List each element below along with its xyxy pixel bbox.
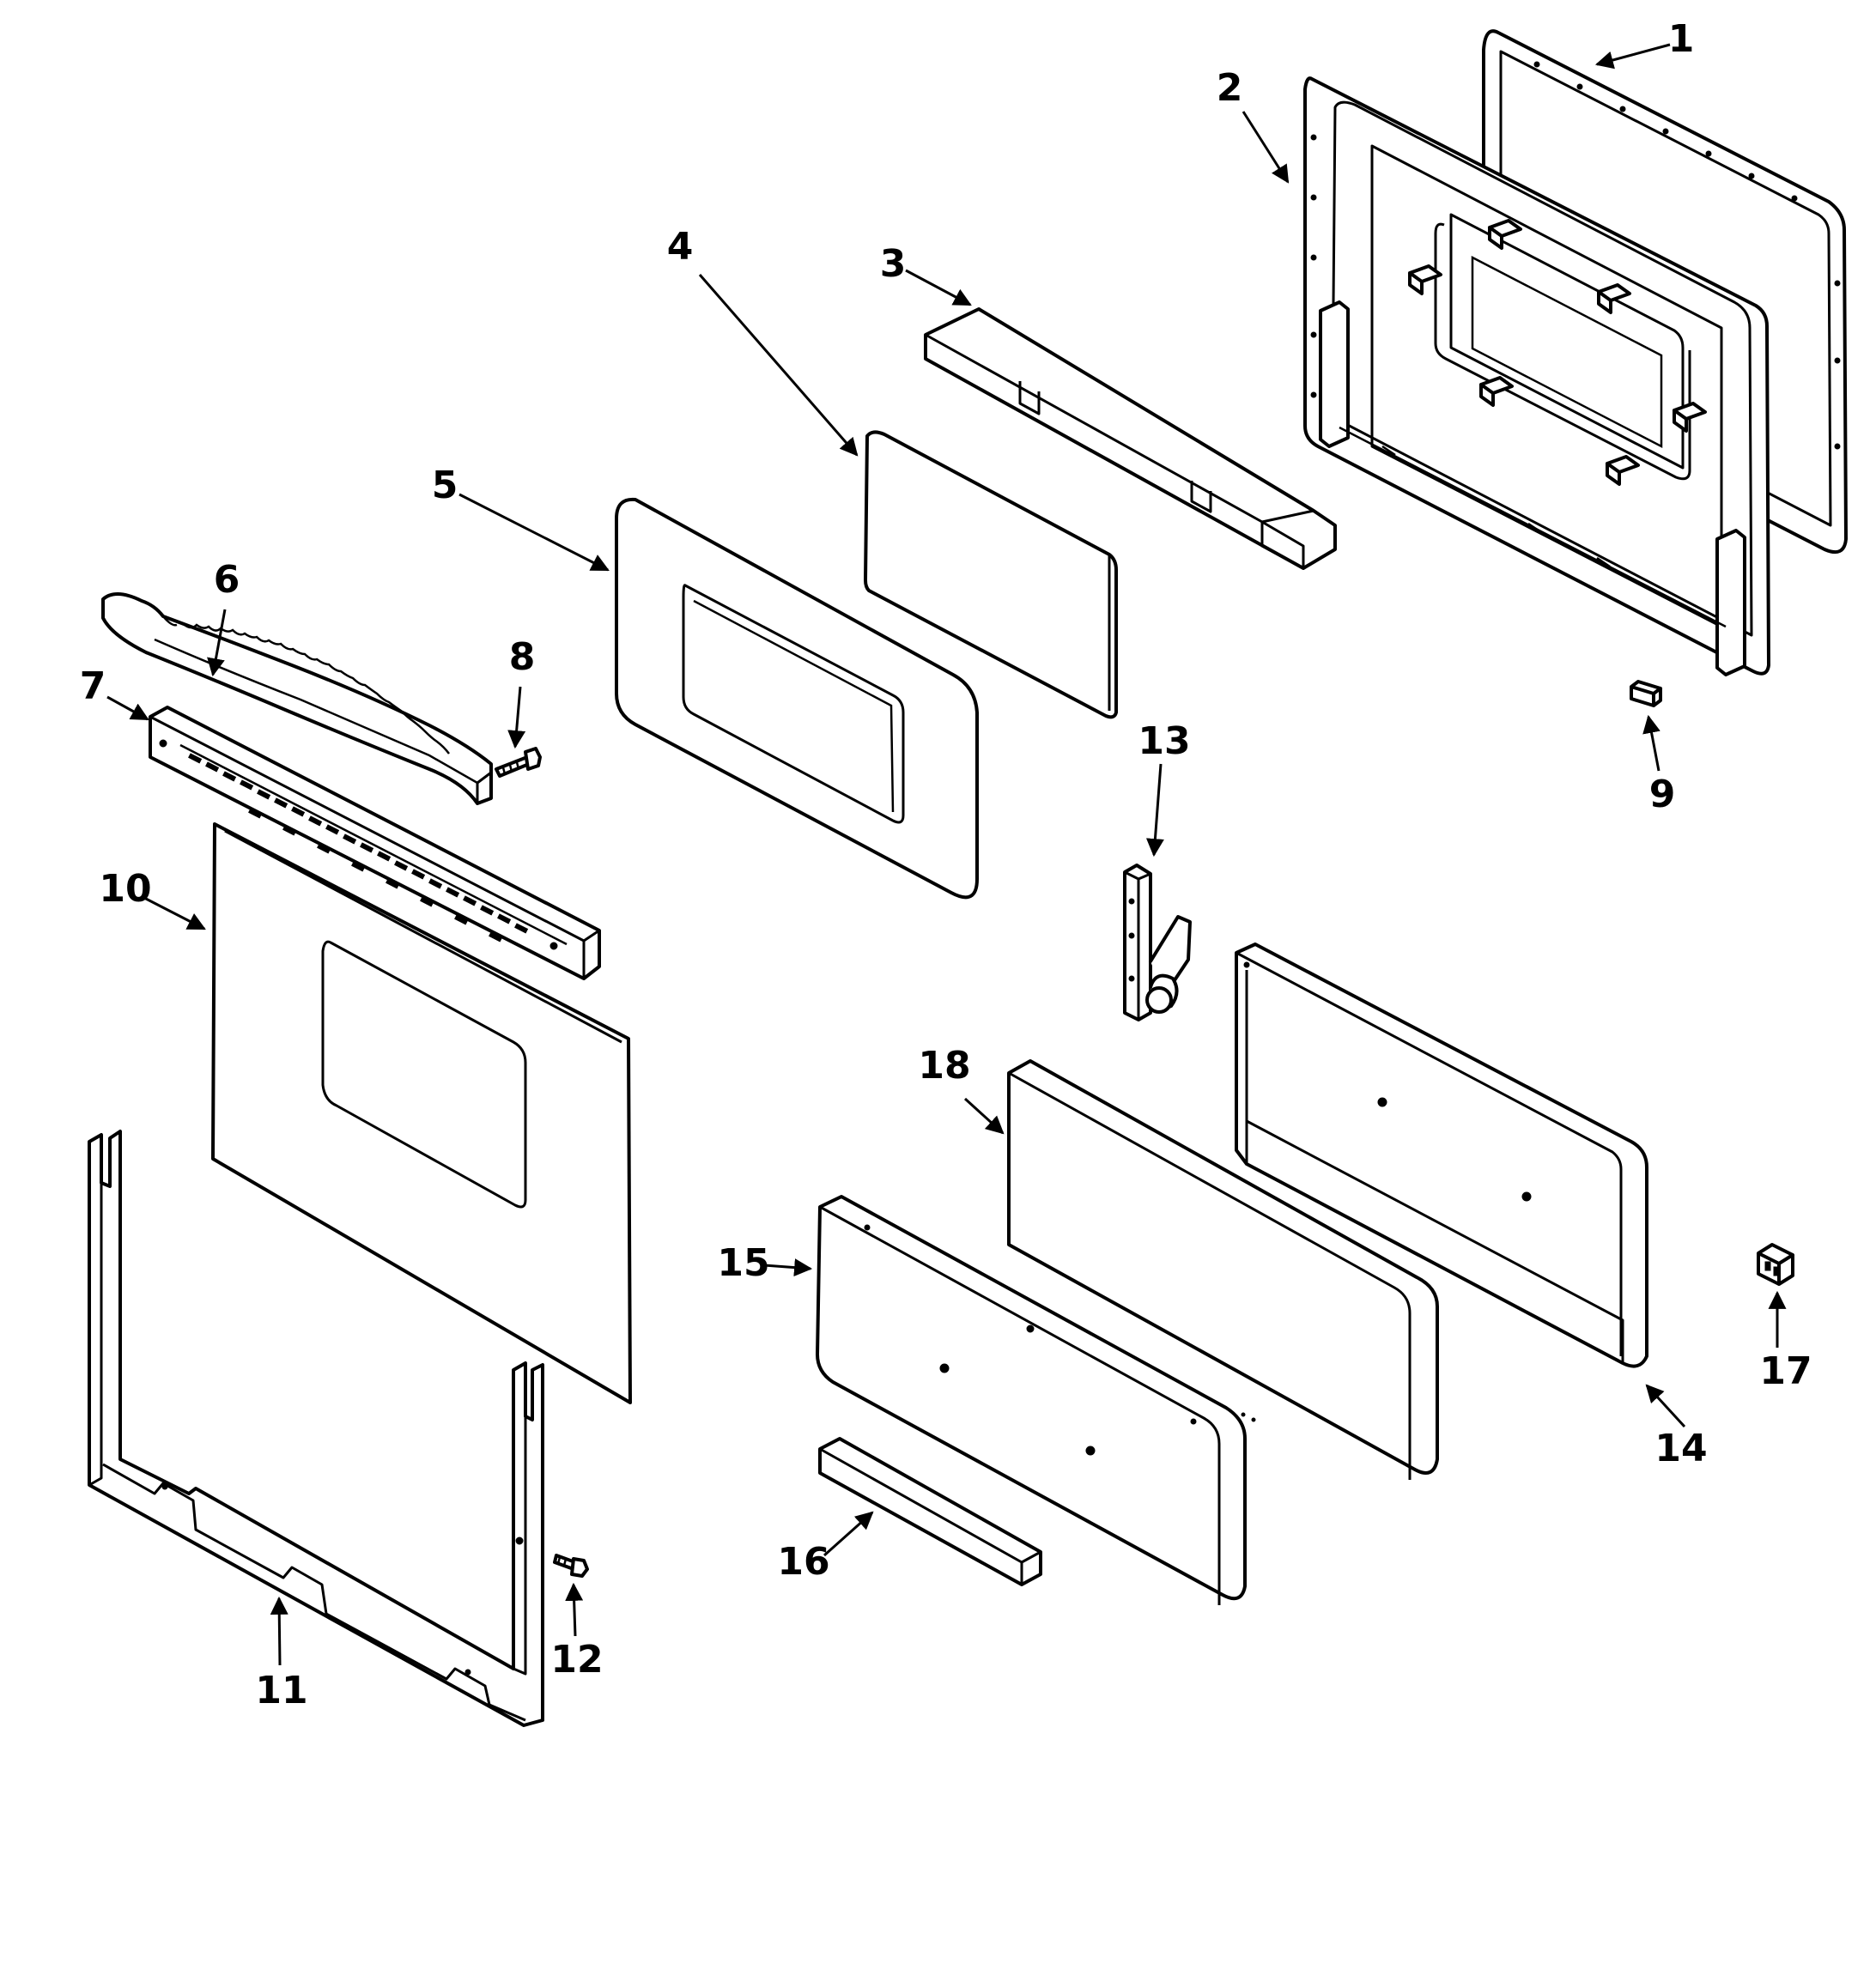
part-10-outer-door-panel [211,822,632,1404]
callout-6: 6 [214,558,240,602]
callout-17: 17 [1759,1349,1812,1393]
callout-14: 14 [1654,1427,1707,1470]
callout-2: 2 [1217,66,1243,110]
callout-12: 12 [550,1638,603,1682]
callout-18: 18 [918,1044,970,1088]
callout-11: 11 [255,1669,307,1712]
part-16-drawer-strip [818,1437,1042,1586]
callout-9: 9 [1649,773,1676,816]
part-13-door-hinge [1123,864,1192,1021]
callout-8: 8 [509,635,536,679]
part-2-inner-door-frame [1303,76,1770,676]
part-18-drawer-panel [1007,1059,1439,1480]
part-3-insulation-block [924,307,1337,570]
part-11-door-bottom-frame [88,1130,544,1727]
part-4-glass-panel [864,430,1118,719]
part-9-clip [1630,680,1662,707]
callout-16: 16 [777,1540,829,1584]
callout-4: 4 [667,225,694,269]
part-7-vent-trim [149,706,601,980]
part-15-drawer-front [816,1195,1247,1605]
part-14-drawer-back [1235,943,1648,1368]
part-17-spacer [1757,1243,1794,1286]
callout-3: 3 [880,242,907,286]
callout-10: 10 [99,867,151,911]
part-8-screw [495,747,542,778]
leader-lines [106,43,1787,1666]
part-12-screw [553,1554,589,1578]
callout-13: 13 [1138,719,1190,763]
callout-5: 5 [432,464,458,507]
part-6-door-handle [101,592,493,805]
callout-1: 1 [1668,17,1695,61]
callout-7: 7 [80,664,106,708]
callout-labels: 1 2 3 4 5 6 7 8 9 10 11 12 13 14 15 16 1… [80,17,1812,1712]
part-5-window-frame [615,497,979,900]
callout-15: 15 [717,1241,769,1285]
